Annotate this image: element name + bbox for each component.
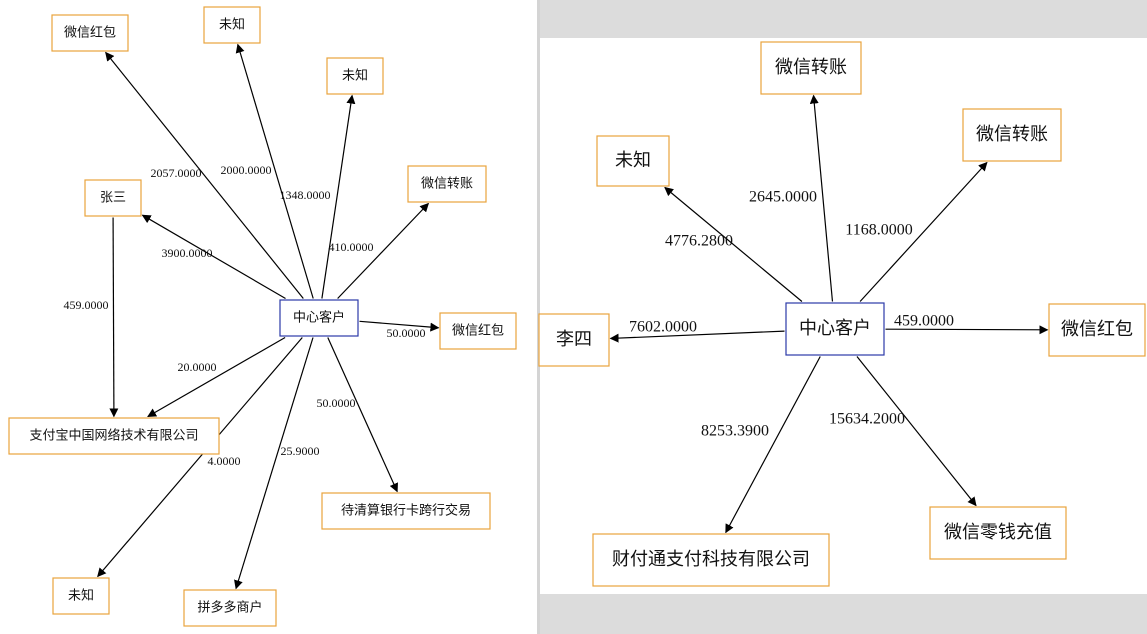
graph2-node-6-label: 财付通支付科技有限公司	[612, 549, 810, 570]
graph2-node-3-label: 微信转账	[976, 124, 1048, 145]
graph2-edge-7	[856, 356, 977, 507]
graph1-edge-4	[337, 202, 429, 299]
graph2-node-4[interactable]: 李四	[538, 313, 610, 367]
graph1-node-1-label: 微信红包	[64, 25, 116, 41]
graph1-edge-1	[105, 51, 304, 299]
graph2-node-3[interactable]: 微信转账	[962, 108, 1062, 162]
graph2-edge-label-7: 15634.2000	[829, 411, 905, 428]
graph1-edge-3	[321, 94, 356, 299]
graph2-center-node-box	[785, 302, 885, 356]
graph1-node-2-box	[203, 6, 261, 44]
graph1-node-6-box	[439, 312, 517, 350]
graph2-edge-label-5: 459.0000	[894, 313, 954, 330]
graph1-node-8-label: 待清算银行卡跨行交易	[341, 503, 471, 519]
graph2-edge-1	[809, 94, 834, 302]
graph2-node-4-label: 李四	[556, 329, 592, 350]
graph2-node-7-box	[929, 506, 1067, 560]
graph1-node-5[interactable]: 张三	[84, 179, 142, 217]
graph2-node-7[interactable]: 微信零钱充值	[929, 506, 1067, 560]
graph2-edge-2	[664, 186, 803, 302]
graph2-node-2-label: 未知	[615, 150, 651, 171]
graph1-node-4[interactable]: 微信转账	[407, 165, 487, 203]
graph1-node-9[interactable]: 未知	[52, 577, 110, 615]
graph2-edge-label-6: 8253.3900	[701, 423, 769, 440]
graph1-node-10[interactable]: 拼多多商户	[183, 589, 277, 627]
graph1-edge-label-6: 50.0000	[387, 326, 426, 340]
graph1-edge-label-5: 3900.0000	[162, 246, 213, 260]
graph2-edge-label-4: 7602.0000	[629, 319, 697, 336]
graph1-node-7[interactable]: 支付宝中国网络技术有限公司	[8, 417, 220, 455]
graph1-node-4-label: 微信转账	[421, 177, 473, 192]
graph1-edge-10	[234, 337, 314, 590]
graph1-node-6-label: 微信红包	[452, 323, 504, 339]
graph1-node-2[interactable]: 未知	[203, 6, 261, 44]
graph2-node-7-label: 微信零钱充值	[944, 522, 1052, 543]
graph2-node-3-box	[962, 108, 1062, 162]
graph2-node-2[interactable]: 未知	[596, 135, 670, 187]
graph2-node-1-label: 微信转账	[775, 57, 847, 78]
graph1-node-3-label: 未知	[342, 68, 368, 84]
graph1-edge-label-2: 2000.0000	[221, 163, 272, 177]
graph1-node-8[interactable]: 待清算银行卡跨行交易	[321, 492, 491, 530]
graph1-edge-2	[235, 43, 314, 299]
graph1-node-5-label: 张三	[100, 191, 126, 206]
graph2-edge-label-2: 4776.2800	[665, 233, 733, 250]
graph1-edge-6	[359, 320, 440, 332]
graph2-node-1-box	[760, 41, 862, 95]
graph2-node-5[interactable]: 微信红包	[1048, 303, 1146, 357]
graph2-node-1[interactable]: 微信转账	[760, 41, 862, 95]
graph1-node-9-label: 未知	[68, 588, 94, 604]
graph1-edge-5	[141, 214, 286, 300]
graph2-edge-label-1: 2645.0000	[749, 189, 817, 206]
graph2-edge-3	[859, 161, 988, 302]
graph1-node-7-label: 支付宝中国网络技术有限公司	[29, 428, 198, 444]
graph2-edge-4	[609, 330, 785, 343]
graph1-edge-9	[97, 337, 303, 578]
graph1-edge-8	[327, 337, 398, 493]
graph1-edge-7	[147, 336, 286, 418]
graph2-center-node[interactable]: 中心客户	[785, 302, 885, 356]
graph2-node-5-box	[1048, 303, 1146, 357]
graph1-node-4-box	[407, 165, 487, 203]
graph1-node-10-label: 拼多多商户	[197, 600, 262, 616]
graph1-edge-label-11: 459.0000	[64, 298, 109, 312]
graph1-center-node-box	[279, 299, 359, 337]
graph2-node-2-box	[596, 135, 670, 187]
graph2-center-node-label: 中心客户	[799, 318, 871, 339]
graph1-node-6[interactable]: 微信红包	[439, 312, 517, 350]
graph1-node-9-box	[52, 577, 110, 615]
graph1-edge-label-8: 50.0000	[317, 396, 356, 410]
graph2-edge-6	[725, 356, 821, 534]
graph1-node-3[interactable]: 未知	[326, 57, 384, 95]
graph1-edge-label-4: 410.0000	[329, 240, 374, 254]
graph1-edge-11	[109, 217, 119, 418]
graph1-edge-label-1: 2057.0000	[151, 166, 202, 180]
graph1-node-3-box	[326, 57, 384, 95]
graph1-center-node[interactable]: 中心客户	[279, 299, 359, 337]
graph1-node-8-box	[321, 492, 491, 530]
graph2-node-5-label: 微信红包	[1061, 319, 1133, 340]
graph2-edge-5	[885, 325, 1049, 335]
graph1-edge-label-10: 25.9000	[281, 444, 320, 458]
graph2-node-6[interactable]: 财付通支付科技有限公司	[592, 533, 830, 587]
graph2-node-6-box	[592, 533, 830, 587]
graph1-edge-label-7: 20.0000	[178, 360, 217, 374]
graph1-edge-label-3: 1348.0000	[280, 188, 331, 202]
graph1-node-7-box	[8, 417, 220, 455]
graph2-edge-label-3: 1168.0000	[845, 222, 912, 239]
graph1-edge-label-9: 4.0000	[208, 454, 241, 468]
graph1-center-node-label: 中心客户	[293, 310, 345, 326]
graph1-node-5-box	[84, 179, 142, 217]
graph1-node-2-label: 未知	[219, 17, 245, 33]
graph1-node-10-box	[183, 589, 277, 627]
graph2-node-4-box	[538, 313, 610, 367]
graph1-node-1-box	[51, 14, 129, 52]
graph1-node-1[interactable]: 微信红包	[51, 14, 129, 52]
